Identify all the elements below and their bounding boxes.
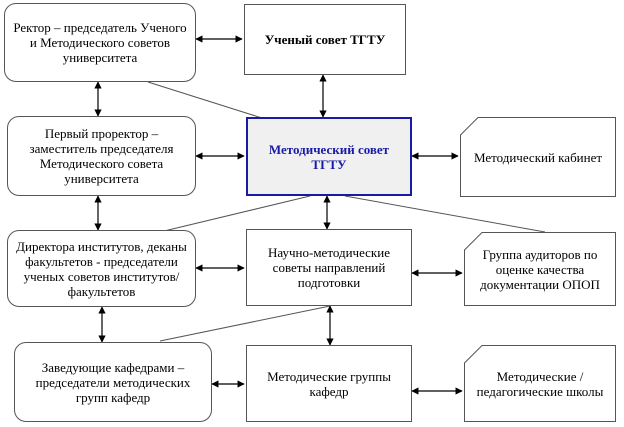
document-shape-icon bbox=[460, 117, 616, 197]
schools-label: Методические / педагогические школы bbox=[476, 368, 604, 399]
directors-label: Директора институтов, деканы факультетов… bbox=[16, 238, 187, 299]
line-rector-to-methodical-council bbox=[147, 81, 263, 119]
directors-box: Директора институтов, деканы факультетов… bbox=[7, 230, 196, 307]
methodical-cabinet-label: Методический кабинет bbox=[473, 149, 603, 165]
first-vice-rector-label: Первый проректор – заместитель председат… bbox=[29, 126, 174, 186]
scientific-councils-box: Научно-методические советы направлений п… bbox=[246, 229, 412, 306]
methodical-council-label: Методический совет ТГТУ bbox=[268, 141, 390, 172]
document-shape-icon bbox=[464, 345, 616, 422]
academic-council-box: Ученый совет ТГТУ bbox=[244, 4, 406, 75]
line-first-vice-rector-to-methodical-council bbox=[159, 195, 311, 233]
line-methodical-council-to-auditors bbox=[344, 195, 546, 233]
first-vice-rector-box: Первый проректор – заместитель председат… bbox=[7, 116, 196, 196]
line-directors-to-department-groups bbox=[159, 305, 331, 342]
document-shape-icon bbox=[464, 232, 616, 306]
scientific-councils-label: Научно-методические советы направлений п… bbox=[268, 245, 390, 290]
academic-council-label: Ученый совет ТГТУ bbox=[264, 32, 386, 47]
department-heads-box: Заведующие кафедрами – председатели мето… bbox=[14, 342, 212, 422]
auditors-group-label: Группа аудиторов по оценке качества доку… bbox=[480, 246, 600, 292]
department-groups-box: Методические группы кафедр bbox=[246, 345, 412, 422]
methodical-council-box: Методический совет ТГТУ bbox=[246, 117, 412, 196]
department-heads-label: Заведующие кафедрами – председатели мето… bbox=[35, 359, 191, 405]
auditors-group-box: Группа аудиторов по оценке качества доку… bbox=[464, 232, 616, 306]
rector-box: Ректор – председатель Ученого и Методиче… bbox=[4, 3, 196, 82]
methodical-cabinet-box: Методический кабинет bbox=[460, 117, 616, 197]
department-groups-label: Методические группы кафедр bbox=[267, 368, 391, 399]
schools-box: Методические / педагогические школы bbox=[464, 345, 616, 422]
rector-label: Ректор – председатель Ученого и Методиче… bbox=[13, 20, 187, 65]
